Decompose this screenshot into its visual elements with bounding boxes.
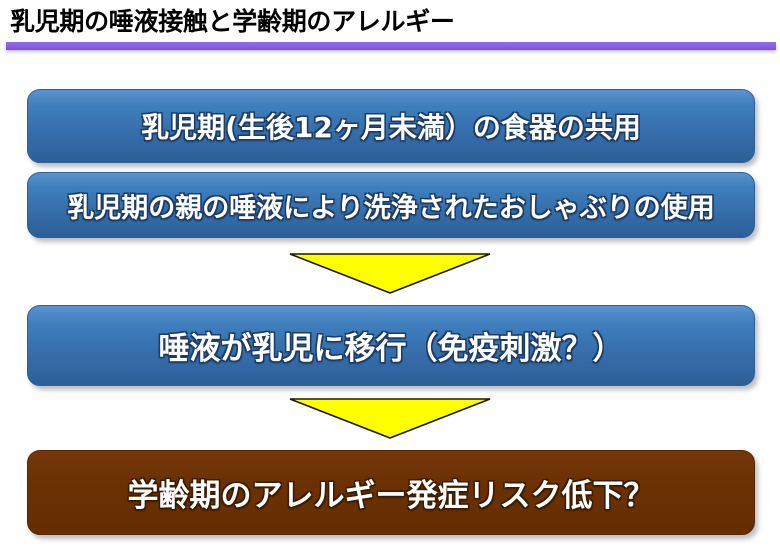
flow-box-saliva-transfer-label: 唾液が乳児に移行（免疫刺激？） — [158, 331, 624, 367]
title-underline-rule — [6, 42, 776, 50]
flow-box-pacifier-use: 乳児期の親の唾液により洗浄されたおしゃぶりの使用 — [27, 172, 755, 238]
flow-box-dish-sharing: 乳児期(生後12ヶ月未満）の食器の共用 — [27, 89, 755, 163]
flow-box-dish-sharing-label: 乳児期(生後12ヶ月未満）の食器の共用 — [141, 111, 641, 144]
flow-box-saliva-transfer: 唾液が乳児に移行（免疫刺激？） — [27, 305, 755, 386]
page-title: 乳児期の唾液接触と学齢期のアレルギー — [10, 7, 455, 36]
flow-box-pacifier-use-label: 乳児期の親の唾液により洗浄されたおしゃぶりの使用 — [67, 192, 715, 224]
flow-box-allergy-outcome-label: 学齢期のアレルギー発症リスク低下？ — [127, 478, 655, 514]
arrow-down-icon — [289, 397, 491, 439]
slide-header: 乳児期の唾液接触と学齢期のアレルギー — [0, 0, 780, 52]
flow-box-allergy-outcome: 学齢期のアレルギー発症リスク低下？ — [27, 450, 755, 535]
arrow-down-icon — [289, 252, 491, 294]
